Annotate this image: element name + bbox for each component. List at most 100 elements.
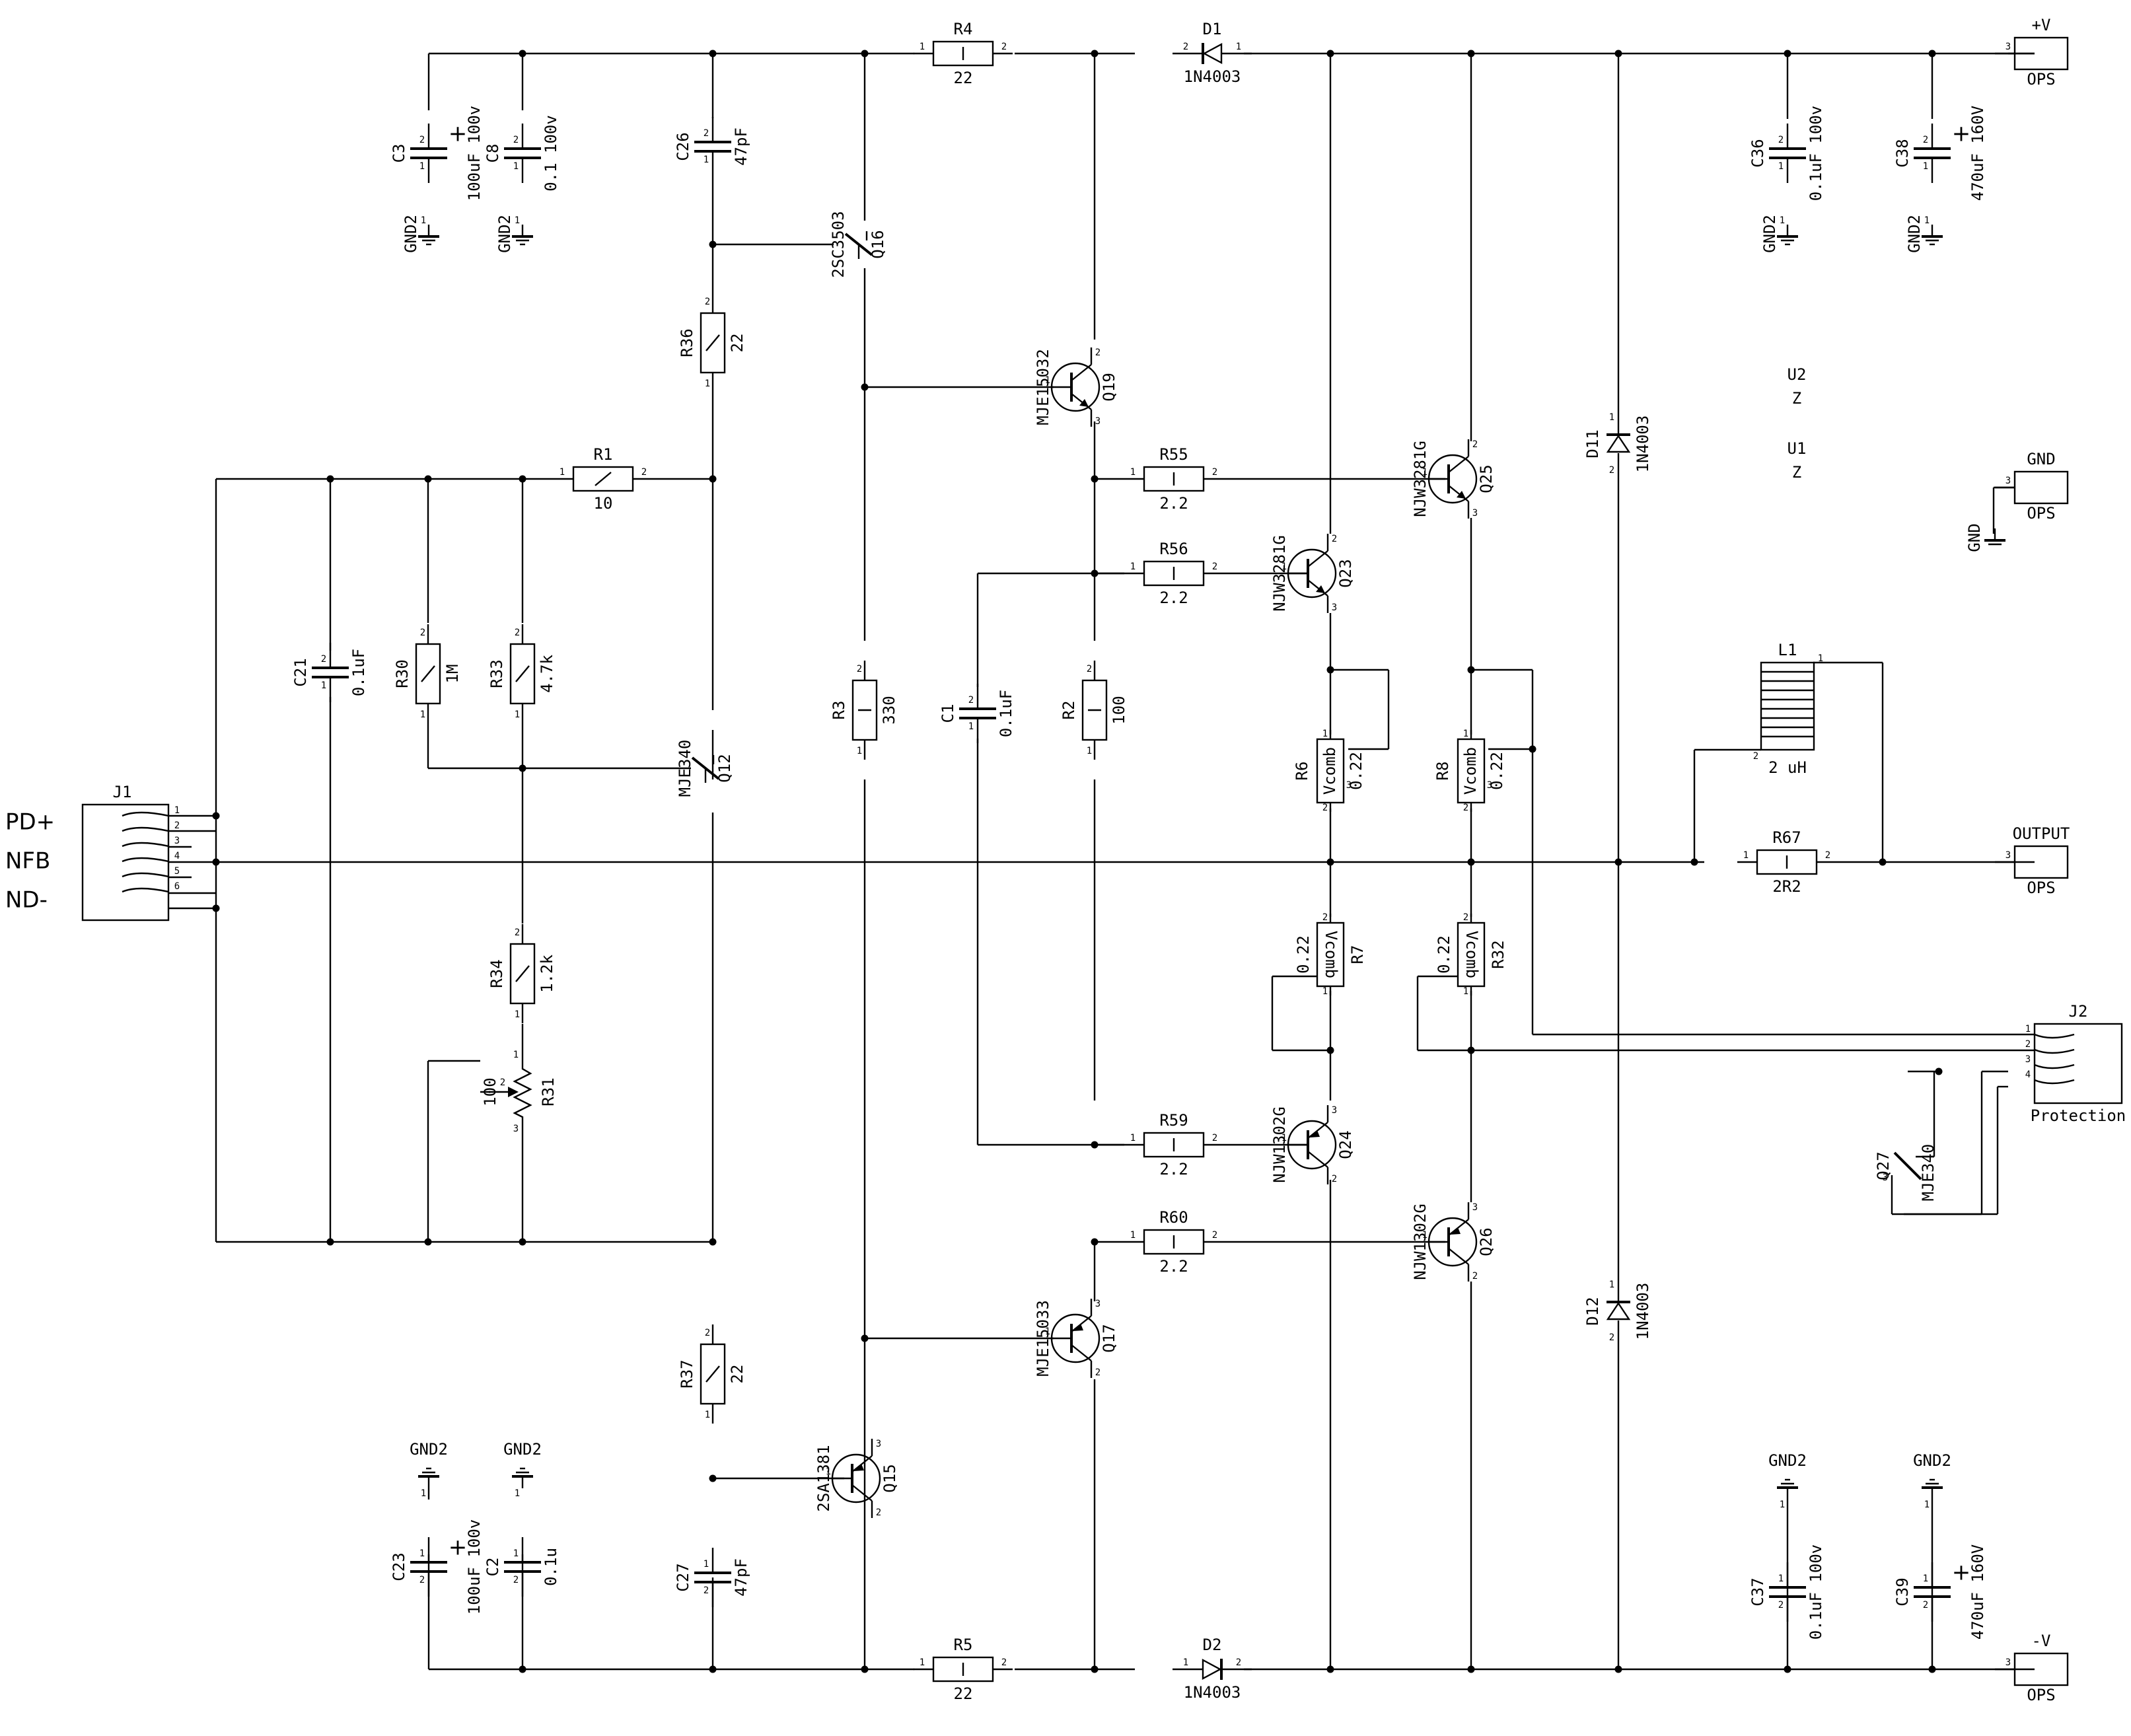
pin-number: 1 — [920, 1657, 925, 1668]
ref-designator: Q24 — [1336, 1130, 1355, 1159]
value: 470uF 160V — [1968, 1544, 1987, 1640]
pin-number: 1 — [513, 161, 519, 172]
pin-number: 2 — [1753, 751, 1758, 762]
pin-number: 2 — [513, 135, 519, 145]
junction-dots — [212, 50, 1943, 1673]
ref-designator: R32 — [1489, 940, 1507, 968]
ref-designator: D11 — [1583, 429, 1602, 458]
ref-designator: J2 — [2069, 1002, 2088, 1021]
value: 47pF — [732, 127, 750, 166]
net-label: GND — [1965, 523, 1984, 552]
pin-number: 1 — [1422, 467, 1427, 478]
pin-number: 4 — [174, 851, 180, 861]
ref-designator: J1 — [113, 783, 132, 801]
value: 330 — [880, 696, 898, 724]
junction — [1614, 858, 1622, 866]
pin-number: 2 — [1212, 1133, 1217, 1143]
junction — [519, 475, 526, 483]
part-number: MJE340 — [1919, 1144, 1937, 1202]
pin-number: 1 — [2025, 1024, 2031, 1034]
ref-designator: R67 — [1772, 828, 1801, 847]
value-body: Vcomb — [1320, 747, 1339, 795]
pin-number: 4 — [2025, 1069, 2031, 1080]
pin-number: 3 — [2005, 42, 2011, 52]
ref-designator: Q23 — [1336, 559, 1355, 587]
ref-designator: R36 — [678, 328, 696, 357]
pin-number: 1 — [421, 1488, 426, 1499]
ops-label: OPS — [2027, 1686, 2055, 1704]
ops-terminal: OPS-V3 — [1995, 1632, 2069, 1704]
junction — [1091, 475, 1099, 483]
pin-number: 5 — [174, 866, 180, 877]
input-label: PD+ — [5, 809, 55, 836]
junction — [1614, 1665, 1622, 1673]
net-label: GND2 — [1905, 215, 1924, 253]
value: 470uF 160V — [1968, 106, 1987, 201]
pin-number: 3 — [174, 836, 180, 846]
junction — [709, 240, 717, 248]
ref-designator: R37 — [678, 1359, 696, 1388]
pin-number: 2 — [515, 628, 520, 638]
junction — [1326, 666, 1334, 674]
input-label: ND- — [5, 887, 48, 914]
pin-number: 1 — [321, 680, 326, 691]
pin-number: 2 — [705, 297, 710, 307]
pin-number: 2 — [876, 1507, 881, 1518]
pin-number: 2 — [1236, 1657, 1241, 1668]
pin-number: 3 — [2005, 1657, 2011, 1668]
pin-number: 2 — [1472, 1271, 1478, 1282]
part-number: NJW3281G — [1411, 441, 1429, 517]
junction — [709, 1665, 717, 1673]
junction — [709, 1238, 717, 1246]
value: 1N4003 — [1634, 416, 1652, 473]
pin-number: 3 — [1095, 416, 1101, 427]
ref-designator: C39 — [1893, 1577, 1912, 1606]
pin-number: 2 — [419, 135, 425, 145]
pin-number: 1 — [1609, 1280, 1614, 1290]
pin-number: 1 — [174, 805, 180, 816]
ref-designator: R56 — [1159, 540, 1188, 558]
ref-designator: C8 — [484, 144, 502, 163]
junction — [1091, 1665, 1099, 1673]
value: 1.2k — [538, 955, 556, 993]
value: 2.2 — [1159, 1160, 1188, 1178]
pin-number: 2 — [1332, 1174, 1337, 1184]
junction — [861, 50, 869, 57]
ref-designator: C27 — [674, 1563, 692, 1591]
value: 100 — [481, 1077, 499, 1106]
pin-number: 2 — [1001, 42, 1007, 52]
part-number: MJE340 — [676, 740, 694, 797]
pin-number: 1 — [421, 215, 426, 226]
ref-designator: R59 — [1159, 1111, 1188, 1130]
junction — [1326, 858, 1334, 866]
pin-number: 1 — [1923, 161, 1928, 172]
polarity-mark: + — [1952, 121, 1971, 147]
value: 0.22 — [1347, 752, 1365, 790]
value: Z — [1792, 389, 1801, 408]
ref-designator: C2 — [484, 1558, 502, 1577]
value: 4.7k — [538, 655, 556, 693]
ref-designator: Q12 — [715, 754, 734, 782]
pin-number: 2 — [1472, 439, 1478, 450]
pin-number: 1 — [1322, 986, 1328, 997]
pin-number: 2 — [641, 467, 647, 478]
net-label: OUTPUT — [2013, 824, 2070, 843]
junction — [519, 1665, 526, 1673]
ref-designator: Q25 — [1477, 464, 1496, 493]
ref-designator: U1 — [1788, 439, 1807, 458]
junction — [1784, 50, 1791, 57]
